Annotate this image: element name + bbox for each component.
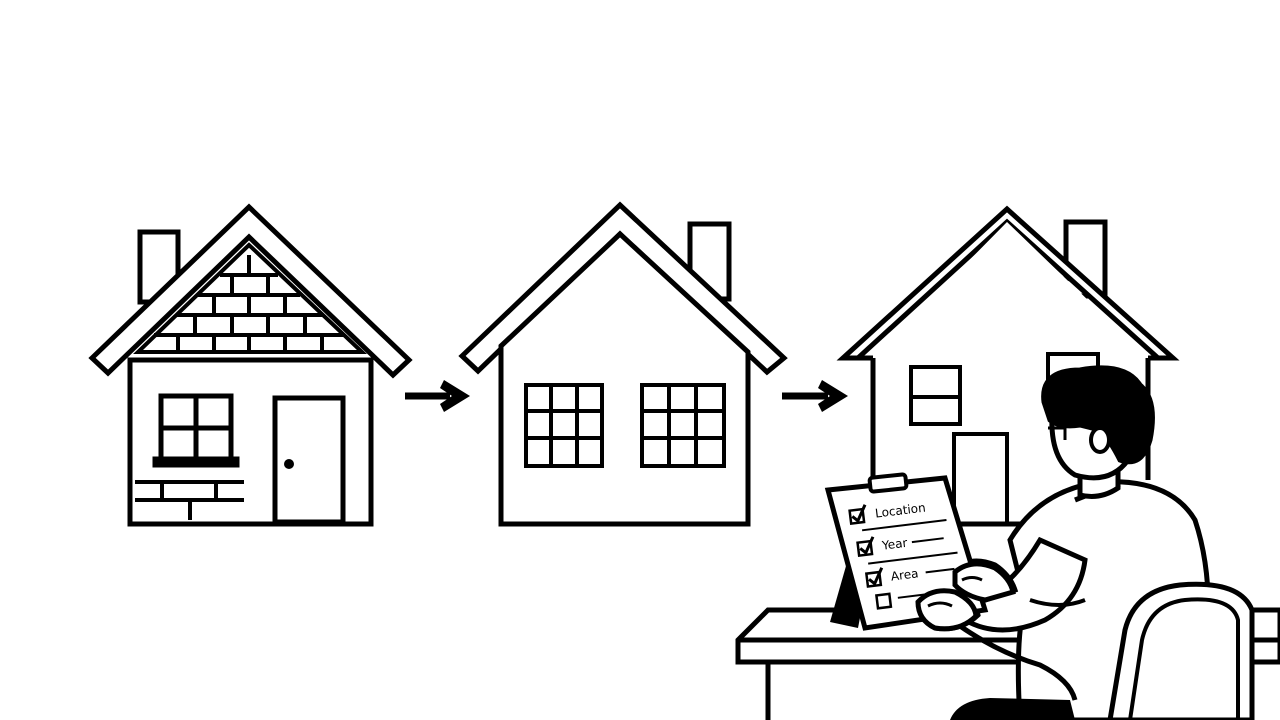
modern-house-window — [909, 365, 962, 426]
arrow-right-icon — [405, 380, 470, 412]
brick-house-wall — [127, 357, 374, 527]
brick-house-door — [272, 395, 346, 525]
person-hands-front — [915, 561, 1016, 632]
plain-house-window-left — [524, 383, 604, 468]
checklist-item-location: Location — [848, 500, 947, 532]
arrow-right-icon — [782, 380, 848, 412]
brick-house-wall-bricks — [135, 480, 244, 520]
clipboard-clip — [867, 472, 909, 494]
checklist-item-label: Area — [890, 566, 919, 583]
brick-house-roof — [88, 203, 413, 379]
modern-house-door — [952, 432, 1009, 526]
plain-house — [458, 201, 788, 527]
brick-house-window — [152, 393, 240, 468]
plain-house-roof — [458, 201, 788, 376]
person-hair — [1041, 365, 1155, 465]
plain-house-window-right — [640, 383, 726, 468]
plain-house-wall — [498, 230, 751, 527]
checklist: Location Year Area — [848, 500, 958, 610]
checklist-item-year: Year — [856, 536, 958, 565]
checklist-item-label: Location — [874, 500, 926, 520]
person-legs — [950, 698, 1075, 720]
brick-house — [88, 203, 413, 527]
brick-house-gable-bricks — [133, 242, 368, 354]
checklist-item-label: Year — [880, 536, 908, 553]
checklist-item-area: Area — [864, 566, 955, 588]
chair-back — [1107, 581, 1255, 720]
checklist-item-unchecked — [875, 592, 925, 610]
chair — [1107, 581, 1255, 720]
